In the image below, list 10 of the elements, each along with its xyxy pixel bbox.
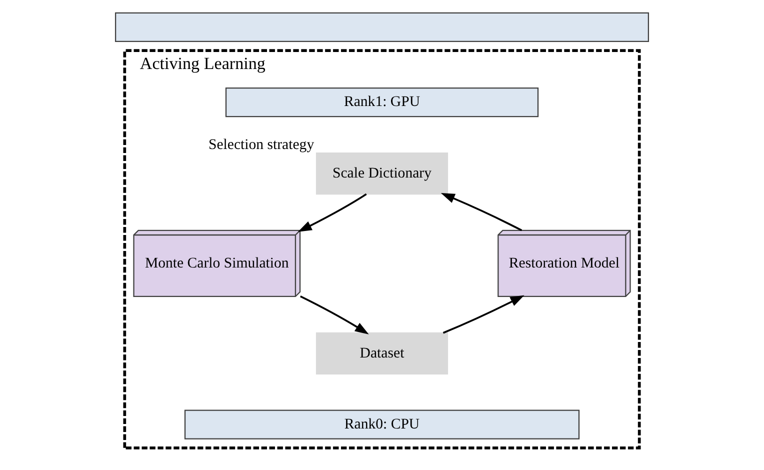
- node-box: Dataset: [316, 332, 448, 374]
- arrow: [442, 295, 524, 334]
- node-box: Scale Dictionary: [316, 152, 448, 195]
- arrow: [300, 295, 369, 334]
- node-box: Rank0: CPU: [184, 410, 580, 440]
- node-box: Rank1: GPU: [225, 88, 539, 118]
- node-label: Selection strategy: [208, 136, 314, 153]
- arrow: [298, 193, 367, 232]
- arrow: [440, 193, 522, 232]
- node-bar: [114, 12, 650, 42]
